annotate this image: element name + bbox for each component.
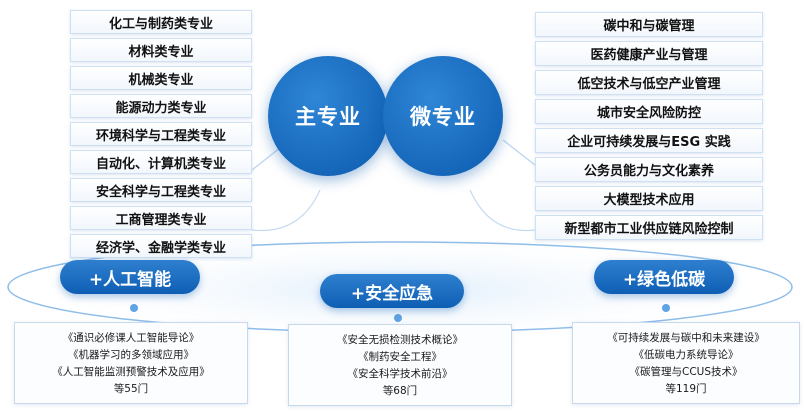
course-title: 《可持续发展与碳中和未来建设》 [607, 331, 765, 344]
course-title: 《低碳电力系统导论》 [633, 348, 739, 361]
course-count: 等55门 [113, 382, 149, 395]
module-green-pill: +绿色低碳 [594, 260, 734, 294]
major-item: 化工与制药类专业 [70, 10, 252, 34]
major-item: 自动化、计算机类专业 [70, 150, 252, 174]
micro-circle: 微专业 [383, 56, 503, 176]
course-title: 《制药安全工程》 [358, 350, 442, 363]
safety-course-box: 《安全无损检测技术概论》 《制药安全工程》 《安全科学技术前沿》 等68门 [288, 324, 512, 406]
course-title: 《通识必修课人工智能导论》 [62, 331, 200, 344]
micro-item: 新型都市工业供应链风险控制 [535, 215, 763, 240]
course-title: 《人工智能监测预警技术及应用》 [52, 365, 210, 378]
micro-item: 企业可持续发展与ESG 实践 [535, 128, 763, 153]
major-item: 工商管理类专业 [70, 206, 252, 230]
major-item: 经济学、金融学类专业 [70, 234, 252, 258]
course-title: 《安全科学技术前沿》 [347, 367, 453, 380]
ring-dot-center [394, 314, 402, 322]
micro-item: 公务员能力与文化素养 [535, 157, 763, 182]
major-list: 化工与制药类专业 材料类专业 机械类专业 能源动力类专业 环境科学与工程类专业 … [70, 10, 252, 258]
connector-left-lower [251, 189, 321, 232]
micro-item: 碳中和与碳管理 [535, 12, 763, 37]
course-title: 《安全无损检测技术概论》 [337, 333, 463, 346]
course-title: 《碳管理与CCUS技术》 [629, 365, 743, 378]
major-item: 材料类专业 [70, 38, 252, 62]
major-item: 能源动力类专业 [70, 94, 252, 118]
course-title: 《机器学习的多领域应用》 [68, 348, 194, 361]
micro-list: 碳中和与碳管理 医药健康产业与管理 低空技术与低空产业管理 城市安全风险防控 企… [535, 12, 763, 240]
major-item: 安全科学与工程类专业 [70, 178, 252, 202]
ring-dot-right [662, 304, 670, 312]
micro-circle-label: 微专业 [410, 105, 476, 129]
micro-item: 城市安全风险防控 [535, 99, 763, 124]
micro-item: 医药健康产业与管理 [535, 41, 763, 66]
major-circle-label: 主专业 [295, 105, 361, 129]
ai-course-box: 《通识必修课人工智能导论》 《机器学习的多领域应用》 《人工智能监测预警技术及应… [14, 322, 248, 404]
module-ai-pill: +人工智能 [60, 260, 200, 294]
major-circle: 主专业 [268, 56, 388, 176]
green-course-box: 《可持续发展与碳中和未来建设》 《低碳电力系统导论》 《碳管理与CCUS技术》 … [572, 322, 800, 404]
ring-dot-left [130, 304, 138, 312]
connector-right-lower [469, 189, 536, 232]
connector-right [502, 139, 536, 166]
course-count: 等119门 [665, 382, 707, 395]
course-count: 等68门 [382, 384, 418, 397]
module-safety-pill: +安全应急 [320, 274, 464, 308]
micro-item: 低空技术与低空产业管理 [535, 70, 763, 95]
micro-item: 大模型技术应用 [535, 186, 763, 211]
major-item: 环境科学与工程类专业 [70, 122, 252, 146]
major-item: 机械类专业 [70, 66, 252, 90]
